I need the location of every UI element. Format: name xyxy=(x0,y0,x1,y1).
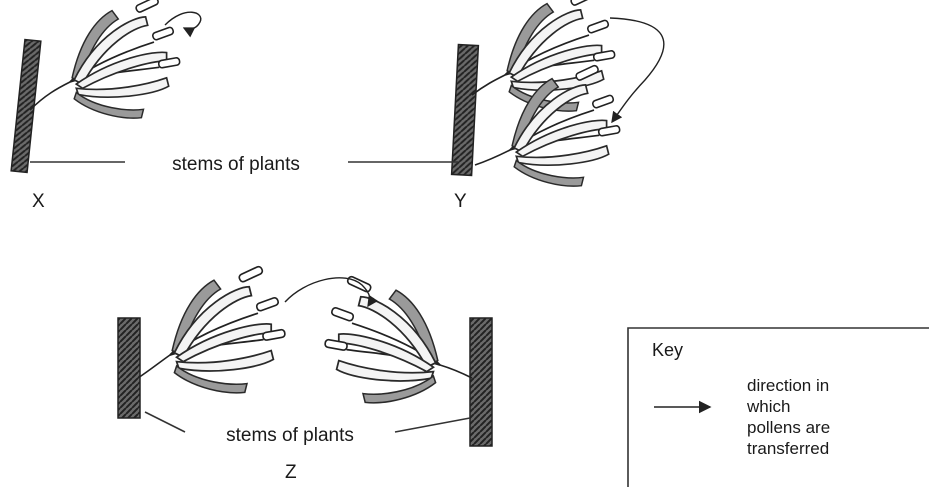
key-line-1: direction in xyxy=(747,376,829,395)
stems-label-bottom: stems of plants xyxy=(226,425,354,446)
stem-z-right xyxy=(470,318,492,446)
cross-flower-arrow-y xyxy=(610,18,664,122)
key-line-2: which xyxy=(746,397,790,416)
label-y: Y xyxy=(454,191,467,212)
flower-x xyxy=(70,0,180,118)
stem-x xyxy=(11,40,41,173)
panel-x xyxy=(11,0,201,172)
label-z: Z xyxy=(285,462,297,483)
key-line-4: transferred xyxy=(747,439,829,458)
label-x: X xyxy=(32,191,45,212)
stem-y xyxy=(452,45,479,176)
key-title: Key xyxy=(652,340,683,360)
cross-pollination-arrow-z xyxy=(285,278,370,306)
stem-label-line-bottom-left xyxy=(145,412,185,432)
stems-label-top: stems of plants xyxy=(172,154,300,175)
panel-y xyxy=(452,0,664,186)
flower-z-right xyxy=(325,276,440,403)
stem-label-line-bottom-right xyxy=(395,418,470,432)
key-box: Key direction in which pollens are trans… xyxy=(628,328,929,487)
stem-z-left xyxy=(118,318,140,418)
flower-z-left xyxy=(170,266,285,393)
key-line-3: pollens are xyxy=(747,418,830,437)
panel-z xyxy=(118,266,492,446)
